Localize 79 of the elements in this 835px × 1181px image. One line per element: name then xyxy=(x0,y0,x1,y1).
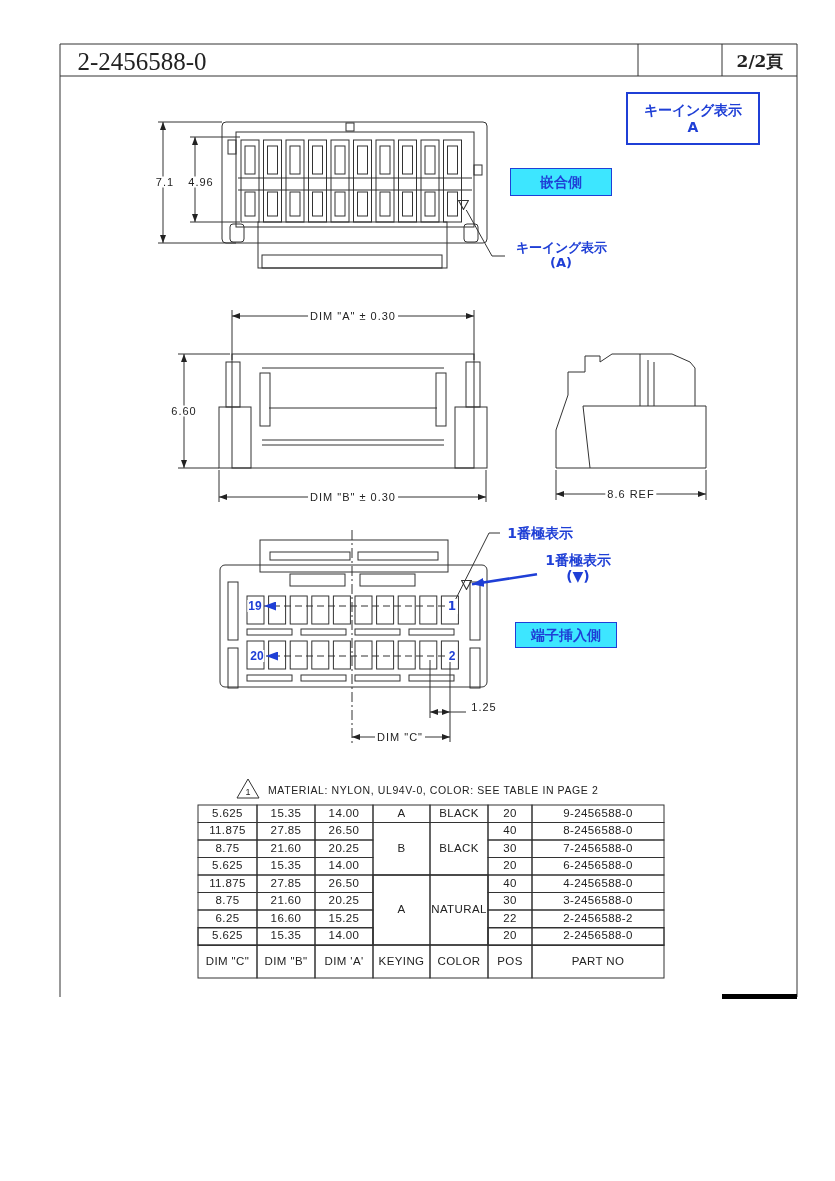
pin-one-mark-icon xyxy=(461,580,472,590)
table-cell: 15.25 xyxy=(328,913,360,925)
table-cell: 8.75 xyxy=(215,895,240,907)
table-cell: BLACK xyxy=(439,843,479,855)
table-cell: 26.50 xyxy=(328,878,360,890)
pin-number: 19 xyxy=(247,600,263,612)
table-cell: 14.00 xyxy=(328,860,360,872)
leader-line xyxy=(465,209,506,257)
pin-number: 20 xyxy=(249,650,265,662)
table-cell: 3-2456588-0 xyxy=(563,895,633,907)
table-cell: 20 xyxy=(503,860,517,872)
table-cell: 26.50 xyxy=(328,825,360,837)
pin-number: 2 xyxy=(447,650,457,662)
table-cell: 11.875 xyxy=(209,878,246,890)
table-cell: 15.35 xyxy=(270,860,302,872)
column-header: POS xyxy=(497,955,523,968)
column-header: PART NO xyxy=(571,955,625,968)
dimension-label: DIM "C" xyxy=(375,731,425,743)
arrow xyxy=(471,573,538,587)
note-box: キーイング表示 A xyxy=(626,92,760,145)
table-cell: A xyxy=(397,808,406,820)
pin-number: 1 xyxy=(446,599,458,614)
table-cell: 20.25 xyxy=(328,843,360,855)
column-header: KEYING xyxy=(378,955,425,968)
table-cell: 27.85 xyxy=(270,825,302,837)
table-cell: B xyxy=(397,843,406,855)
table-cell: 20 xyxy=(503,930,517,942)
table-cell: 22 xyxy=(503,913,517,925)
table-cell: A xyxy=(397,904,406,916)
table-cell: 20.25 xyxy=(328,895,360,907)
table-cell: NATURAL xyxy=(431,904,487,916)
table-cell: 11.875 xyxy=(209,825,246,837)
table-cell: 6.25 xyxy=(215,913,240,925)
table-cell: 40 xyxy=(503,825,517,837)
page-number: 2/2頁 xyxy=(736,52,784,70)
table-cell: BLACK xyxy=(439,808,479,820)
table-cell: 14.00 xyxy=(328,930,360,942)
table-cell: 15.35 xyxy=(270,808,302,820)
column-header: DIM "C" xyxy=(205,955,250,968)
table-cell: 21.60 xyxy=(270,895,302,907)
key-mark-icon xyxy=(458,200,469,210)
table-cell: 40 xyxy=(503,878,517,890)
note-box: 嵌合側 xyxy=(510,168,612,196)
table-cell: 5.625 xyxy=(212,930,243,942)
table-cell: 15.35 xyxy=(270,930,302,942)
column-header: DIM "B" xyxy=(264,955,308,968)
table-cell: 2-2456588-0 xyxy=(563,930,633,942)
dimension-label: DIM "B" ± 0.30 xyxy=(308,491,398,503)
table-cell: 2-2456588-2 xyxy=(563,913,633,925)
table-cell: 7-2456588-0 xyxy=(563,843,633,855)
table-cell: 16.60 xyxy=(270,913,302,925)
table-cell: 6-2456588-0 xyxy=(563,860,633,872)
table-cell: 20 xyxy=(503,808,517,820)
callout-text: 1番極表示 xyxy=(500,524,580,542)
table-cell: 21.60 xyxy=(270,843,302,855)
table-cell: 30 xyxy=(503,843,517,855)
dimension-label: DIM "A" ± 0.30 xyxy=(308,310,398,322)
table-cell: 9-2456588-0 xyxy=(563,808,633,820)
table-cell: 27.85 xyxy=(270,878,302,890)
table-cell: 4-2456588-0 xyxy=(563,878,633,890)
dimension-label: 8.6 REF xyxy=(605,488,657,500)
callout-number: 1 xyxy=(245,787,251,797)
dimension-label: 6.60 xyxy=(169,405,199,417)
table-cell: 5.625 xyxy=(212,808,243,820)
table-cell: 30 xyxy=(503,895,517,907)
callout-text: キーイング表示 (A) xyxy=(505,236,617,276)
leader-line xyxy=(455,532,501,600)
dimension-label: 1.25 xyxy=(469,701,499,713)
column-header: DIM 'A' xyxy=(324,955,364,968)
table-cell: 5.625 xyxy=(212,860,243,872)
table-cell: 8-2456588-0 xyxy=(563,825,633,837)
table-cell: 14.00 xyxy=(328,808,360,820)
callout-text: 1番極表示 (▼) xyxy=(537,550,619,586)
dimension-label: 4.96 xyxy=(186,176,216,188)
title-text: 2-2456588-0 xyxy=(77,48,207,74)
table-cell: 8.75 xyxy=(215,843,240,855)
note-text: MATERIAL: NYLON, UL94V-0, COLOR: SEE TABLE IN PAGE 2 xyxy=(268,784,599,796)
column-header: COLOR xyxy=(437,955,481,968)
note-box: 端子挿入側 xyxy=(515,622,617,648)
